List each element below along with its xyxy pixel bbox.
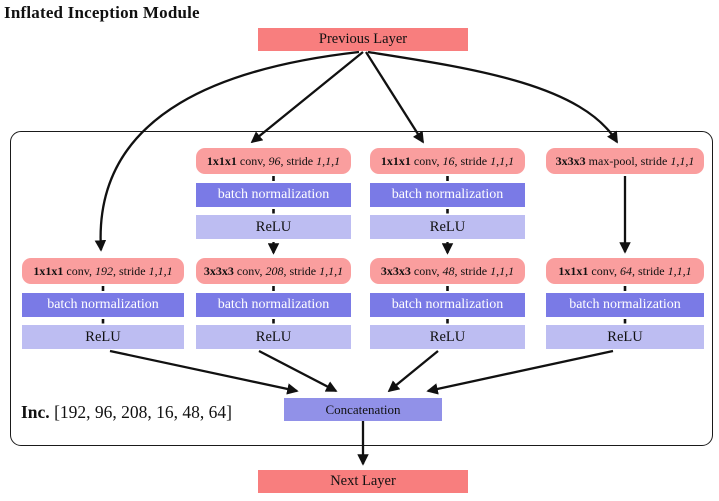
stride-text: , stride [280, 153, 317, 168]
node-batch-norm: batch normalization [370, 183, 525, 207]
kernel-size: 3x3x3 [555, 153, 586, 168]
stride-value: 1,1,1 [316, 153, 341, 168]
op-text: conv, [233, 263, 266, 278]
node-next-layer: Next Layer [258, 470, 468, 493]
stride-value: 1,1,1 [490, 263, 515, 278]
node-relu: ReLU [196, 325, 351, 349]
stride-text: , stride [454, 153, 491, 168]
node-conv-1x1x1-16: 1x1x1 conv, 16, stride 1,1,1 [370, 148, 525, 174]
inc-label: Inc. [21, 402, 50, 422]
stride-value: 1,1,1 [319, 263, 344, 278]
channels: 192 [94, 263, 113, 278]
node-maxpool-3x3x3: 3x3x3 max-pool, stride 1,1,1 [546, 148, 704, 174]
node-relu: ReLU [546, 325, 704, 349]
stride-text: , stride [283, 263, 320, 278]
stride-text: , stride [112, 263, 149, 278]
node-batch-norm: batch normalization [546, 293, 704, 317]
kernel-size: 3x3x3 [203, 263, 234, 278]
stride-text: , stride [454, 263, 491, 278]
node-conv-1x1x1-96: 1x1x1 conv, 96, stride 1,1,1 [196, 148, 351, 174]
inc-values: [192, 96, 208, 16, 48, 64] [49, 402, 232, 422]
channels: 16 [442, 153, 455, 168]
kernel-size: 3x3x3 [380, 263, 411, 278]
arrow-prev-to-conv16 [365, 51, 424, 144]
arrow-prev-to-conv96 [250, 51, 364, 144]
channels: 48 [442, 263, 455, 278]
op-text: conv, [588, 263, 620, 278]
stride-value: 1,1,1 [148, 263, 173, 278]
stride-text: , stride [631, 263, 668, 278]
node-conv-3x3x3-48: 3x3x3 conv, 48, stride 1,1,1 [370, 258, 525, 284]
diagram-title: Inflated Inception Module [4, 3, 200, 22]
node-conv-1x1x1-64: 1x1x1 conv, 64, stride 1,1,1 [546, 258, 704, 284]
channels: 64 [619, 263, 632, 278]
node-concatenation: Concatenation [284, 398, 442, 421]
kernel-size: 1x1x1 [380, 153, 411, 168]
node-relu: ReLU [370, 325, 525, 349]
stride-value: 1,1,1 [667, 263, 692, 278]
op-text: conv, [410, 263, 443, 278]
arrow-prev-to-maxpool [367, 50, 618, 144]
kernel-size: 1x1x1 [33, 263, 64, 278]
node-relu: ReLU [196, 215, 351, 239]
op-text: conv, [63, 263, 95, 278]
channels: 208 [265, 263, 284, 278]
node-conv-1x1x1-192: 1x1x1 conv, 192, stride 1,1,1 [22, 258, 184, 284]
kernel-size: 1x1x1 [558, 263, 589, 278]
inc-channel-list: Inc. [192, 96, 208, 16, 48, 64] [21, 402, 232, 423]
op-text: conv, [236, 153, 269, 168]
node-previous-layer: Previous Layer [258, 28, 468, 51]
channels: 96 [268, 153, 281, 168]
op-text: max-pool, stride [585, 153, 671, 168]
stride-value: 1,1,1 [670, 153, 695, 168]
node-relu: ReLU [22, 325, 184, 349]
stride-value: 1,1,1 [490, 153, 515, 168]
node-batch-norm: batch normalization [22, 293, 184, 317]
node-batch-norm: batch normalization [196, 183, 351, 207]
op-text: conv, [410, 153, 443, 168]
node-relu: ReLU [370, 215, 525, 239]
node-batch-norm: batch normalization [370, 293, 525, 317]
node-conv-3x3x3-208: 3x3x3 conv, 208, stride 1,1,1 [196, 258, 351, 284]
kernel-size: 1x1x1 [206, 153, 237, 168]
node-batch-norm: batch normalization [196, 293, 351, 317]
